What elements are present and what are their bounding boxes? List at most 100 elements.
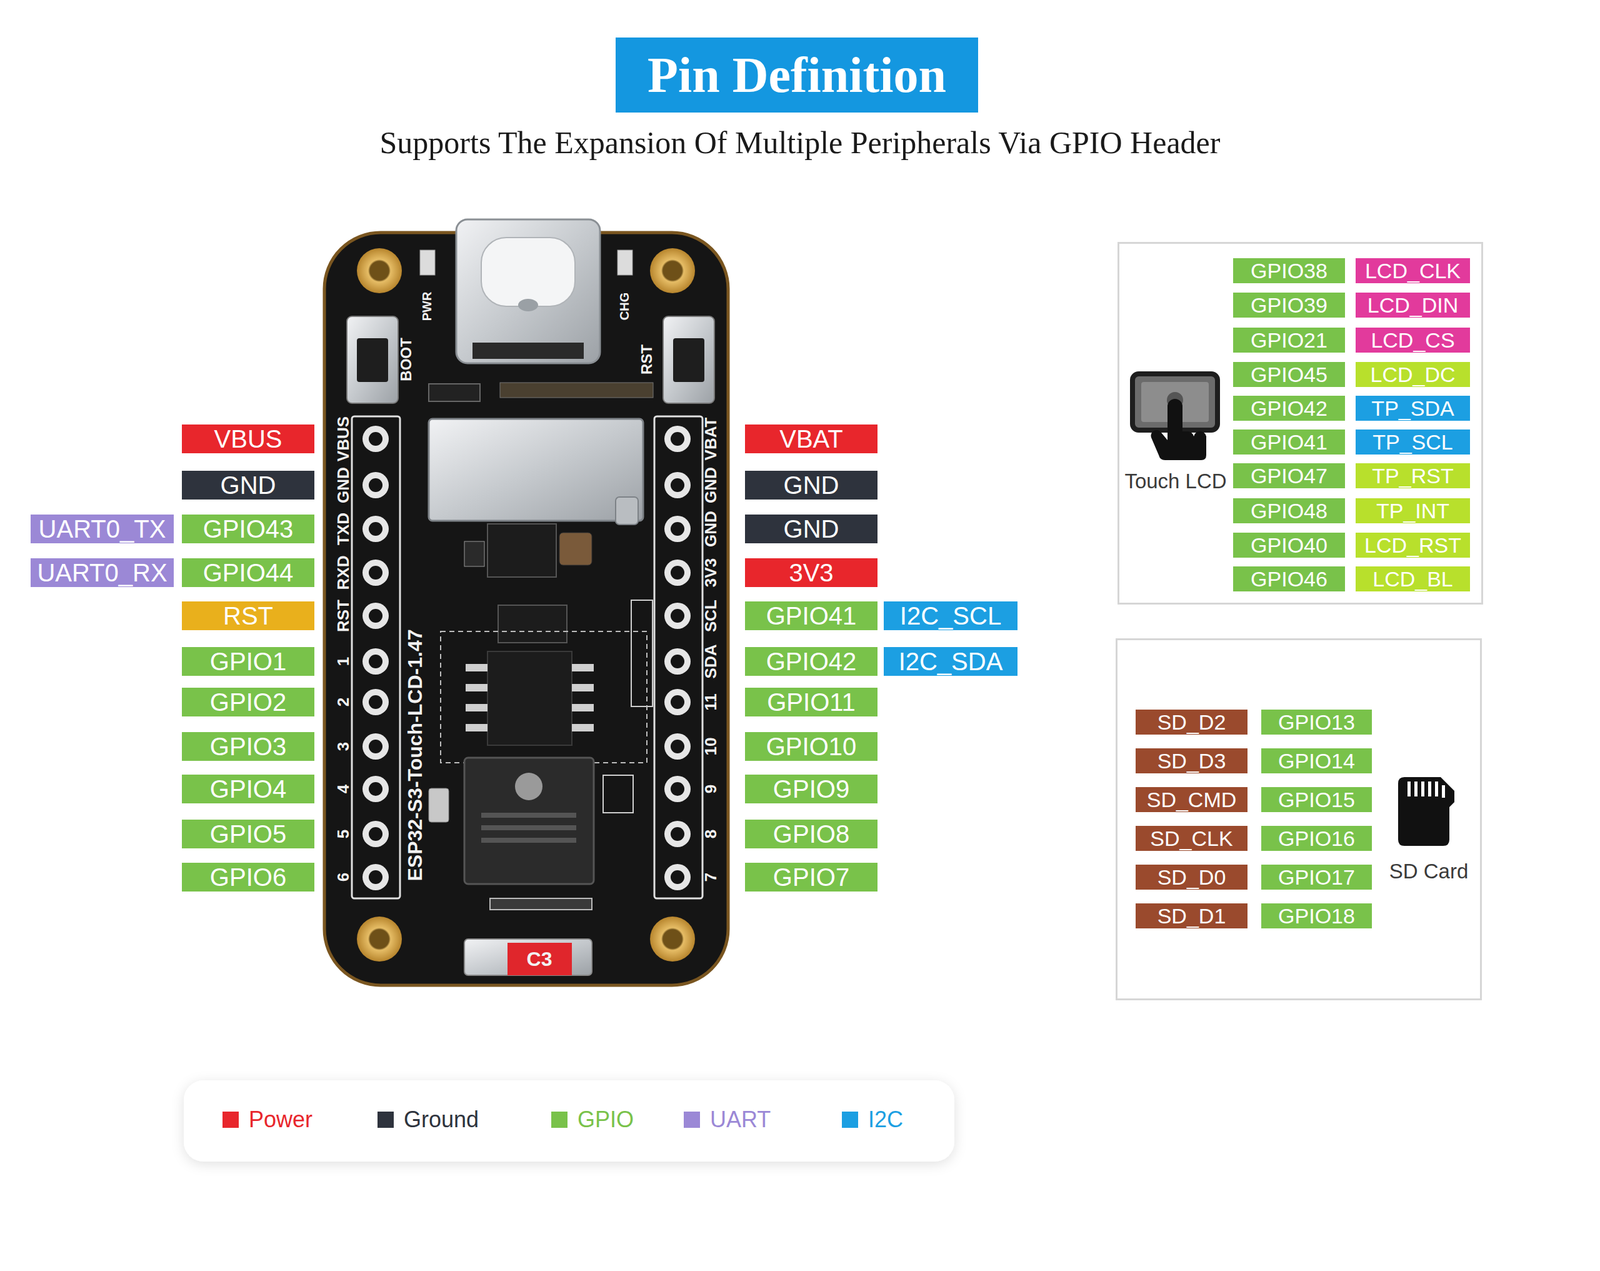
chip-lead: [571, 723, 594, 732]
header-outline: [351, 416, 400, 899]
silk-outline: [440, 631, 647, 763]
legend-swatch: [377, 1111, 394, 1128]
flash-chip: [487, 651, 572, 745]
battery-connector: [464, 938, 592, 975]
silkscreen-label: 11: [702, 693, 719, 711]
header-pin: [362, 648, 389, 675]
pin-label: GPIO17: [1261, 864, 1372, 890]
header-pin: [362, 863, 389, 890]
silkscreen-label: 4: [335, 784, 352, 794]
header-pin: [664, 775, 691, 802]
pin-label: RST: [181, 601, 315, 630]
silkscreen-label: 9: [702, 784, 719, 794]
legend-text: I2C: [868, 1105, 904, 1134]
header-pin: [664, 648, 691, 675]
pin-label: GPIO45: [1233, 361, 1345, 387]
chip-logo: [515, 772, 543, 800]
capacitor: [464, 541, 485, 567]
legend-text: GPIO: [577, 1105, 634, 1134]
sd-card-slot: [428, 418, 644, 521]
pin-label: I2C_SCL: [883, 601, 1018, 630]
header-pin: [664, 602, 691, 629]
chip-lead: [465, 723, 488, 732]
header-pin: [664, 863, 691, 890]
title-banner: Pin Definition: [615, 37, 979, 113]
header-pin: [664, 425, 691, 452]
led: [617, 250, 633, 275]
pin-label: TP_RST: [1355, 463, 1470, 489]
silkscreen-label: 5: [335, 829, 352, 839]
silkscreen-label: 6: [335, 872, 352, 882]
silkscreen-label: 1: [335, 656, 352, 666]
legend-panel: [183, 1080, 955, 1162]
usb-c-shell: [481, 237, 575, 307]
header-pin: [362, 559, 389, 586]
pin-label: GPIO39: [1233, 292, 1345, 318]
pin-label: GPIO11: [745, 687, 878, 717]
button-cap: [356, 338, 389, 382]
pin-label: GPIO41: [745, 601, 878, 630]
hand-icon: [1150, 398, 1207, 460]
header-pin: [362, 820, 389, 847]
chip-lead: [571, 663, 594, 672]
chip-marking: [481, 825, 577, 830]
component-pads: [603, 775, 634, 813]
pin-label: GPIO13: [1261, 709, 1372, 735]
silkscreen-label: GND: [702, 510, 719, 547]
silkscreen-label: 10: [702, 737, 719, 756]
legend-swatch: [841, 1111, 859, 1128]
legend-text: Power: [248, 1105, 313, 1134]
pin-label: GPIO6: [181, 862, 315, 892]
pin-label: SD_D1: [1135, 903, 1248, 929]
connector-marker: [507, 942, 572, 975]
legend-swatch: [222, 1111, 239, 1128]
silkscreen-label: SDA: [702, 644, 719, 679]
pin-label: SD_CLK: [1135, 825, 1248, 851]
pin-label: VBUS: [181, 424, 315, 454]
pin-label: GPIO3: [181, 731, 315, 761]
subtitle: Supports The Expansion Of Multiple Perip…: [175, 123, 1425, 162]
pin-label: GPIO18: [1261, 903, 1372, 929]
peripheral-panel: SD Card: [1115, 638, 1482, 1000]
pin-label: LCD_CLK: [1355, 258, 1470, 284]
chip-lead: [465, 663, 488, 672]
header-outline: [654, 416, 703, 899]
panel-caption: SD Card: [1353, 858, 1504, 884]
sd-card-icon: [1398, 776, 1455, 846]
pin-label: GPIO8: [745, 819, 878, 849]
silkscreen-label: RST: [639, 344, 655, 375]
chip-lead: [465, 703, 488, 712]
pin-label: TP_SCL: [1355, 429, 1470, 455]
header-pin: [664, 820, 691, 847]
silkscreen-label: 7: [702, 872, 719, 882]
pin-label: GND: [181, 470, 315, 500]
microphone: [559, 532, 592, 565]
header-pin: [362, 425, 389, 452]
header-pin: [362, 515, 389, 542]
pin-label: LCD_BL: [1355, 566, 1470, 592]
pcb-board: [324, 232, 729, 985]
pin-label: SD_D2: [1135, 709, 1248, 735]
pin-label: GPIO14: [1261, 748, 1372, 774]
chip-lead: [465, 683, 488, 692]
card-contact: [1428, 781, 1432, 797]
header-pin: [664, 559, 691, 586]
silkscreen-label: 2: [335, 697, 352, 707]
pin-label: 3V3: [745, 558, 878, 587]
usb-c-port: [456, 219, 600, 364]
silkscreen-label: RXD: [335, 555, 352, 590]
silkscreen-label: BOOT: [398, 337, 414, 381]
pad-row: [490, 898, 592, 910]
silkscreen-label: 8: [702, 829, 719, 839]
led: [420, 250, 435, 275]
pin-label: GPIO16: [1261, 825, 1372, 851]
mcu-chip: [464, 757, 594, 884]
pin-label: GPIO41: [1233, 429, 1345, 455]
crystal: [428, 788, 449, 822]
pin-label: VBAT: [745, 424, 878, 454]
pin-label: GPIO46: [1233, 566, 1345, 592]
pin-label: GPIO44: [181, 558, 315, 587]
header-pin: [362, 471, 389, 499]
silkscreen-label: PWR: [420, 291, 434, 322]
header-pin: [664, 688, 691, 715]
